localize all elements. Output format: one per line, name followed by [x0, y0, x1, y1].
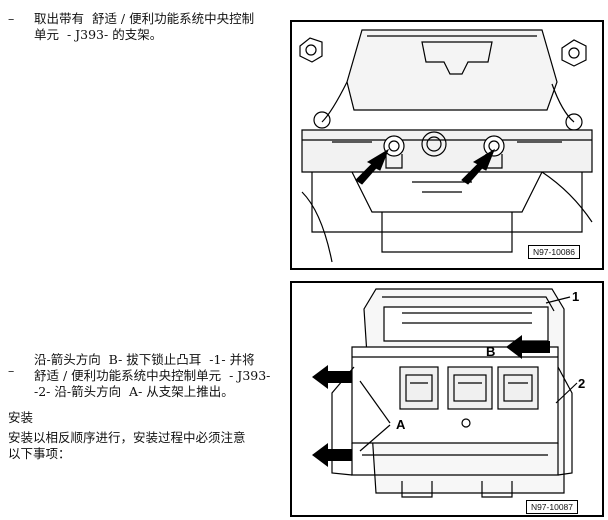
- bracket-illustration: [299, 29, 593, 263]
- figure-control-unit: 1 2 B A N97-10087: [290, 281, 604, 517]
- figure-code: N97-10087: [525, 500, 578, 514]
- step-remove-bracket: – 取出带有 舒适 / 便利功能系统中央控制 单元 - J393- 的支架。: [8, 11, 288, 51]
- arrow-b: [506, 335, 550, 359]
- step-bullet: –: [8, 363, 15, 378]
- right-pointer-arrow: [461, 148, 496, 185]
- label-2: 2: [578, 376, 585, 391]
- figure-bracket-nuts: N97-10086: [290, 20, 604, 270]
- arrow-a-upper: [312, 365, 352, 389]
- step-bullet: –: [8, 11, 15, 26]
- install-heading: 安装: [8, 410, 34, 425]
- control-unit-illustration: 1 2 B A: [312, 288, 585, 498]
- arrow-a-lower: [312, 443, 352, 467]
- label-a: A: [396, 417, 406, 432]
- install-note: 安装以相反顺序进行，安装过程中必须注意 以下事项：: [8, 430, 246, 461]
- step-release-control-unit: – 沿-箭头方向 B- 拔下锁止凸耳 -1- 并将 舒适 / 便利功能系统中央控…: [8, 352, 288, 408]
- label-b: B: [486, 344, 495, 359]
- step-text: 沿-箭头方向 B- 拔下锁止凸耳 -1- 并将 舒适 / 便利功能系统中央控制单…: [34, 352, 271, 399]
- label-1: 1: [572, 289, 579, 304]
- figure-code: N97-10086: [527, 245, 580, 259]
- step-text: 取出带有 舒适 / 便利功能系统中央控制 单元 - J393- 的支架。: [34, 11, 255, 42]
- left-pointer-arrow: [355, 148, 390, 185]
